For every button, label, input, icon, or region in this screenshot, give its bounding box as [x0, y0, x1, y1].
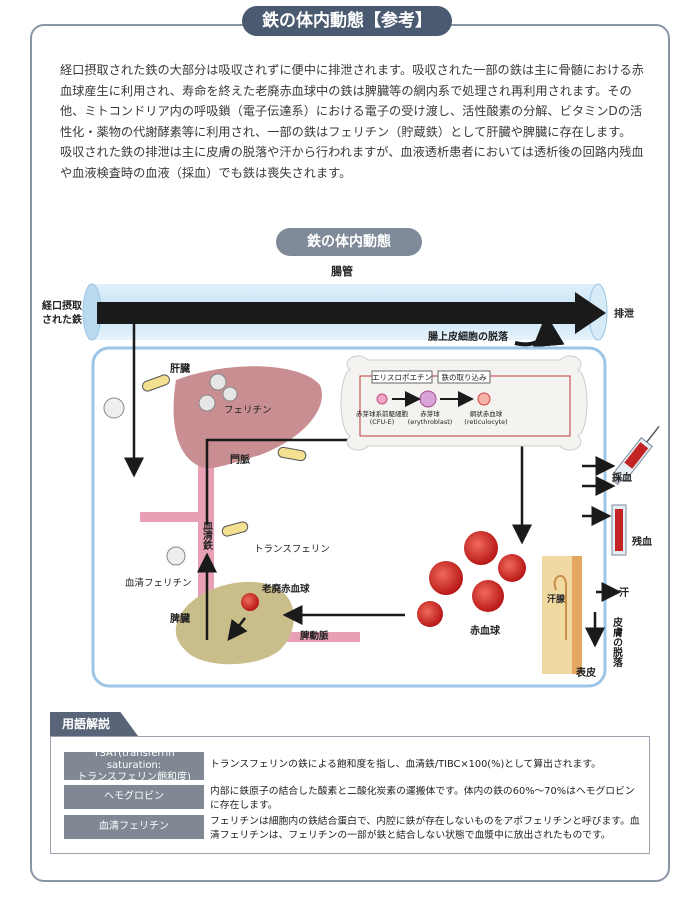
page-title: 鉄の体内動態【参考】 [242, 6, 452, 36]
transferrin-icon [142, 374, 307, 537]
residual-blood-tube-icon [611, 504, 627, 556]
glossary-row-tsat: TSAT(transferrin saturation: トランスフェリン飽和度… [64, 748, 644, 783]
erythropoietin-label: エリスロポエチン [372, 373, 432, 382]
iron-uptake-label: 鉄の取り込み [442, 372, 487, 382]
liver-shape [173, 366, 322, 469]
blood-sampling-label: 採血 [612, 471, 632, 484]
erythroblast-label-2: (erythroblast) [408, 418, 453, 426]
intro-paragraph-1: 経口摂取された鉄の大部分は吸収されずに便中に排泄されます。吸収された一部の鉄は主… [60, 63, 644, 139]
oral-iron-label-2: された鉄 [42, 313, 82, 326]
serum-ferritin-label: 血清フェリチン [125, 577, 192, 589]
excretion-label: 排泄 [614, 307, 634, 320]
transferrin-label: トランスフェリン [254, 544, 330, 555]
glossary-term: TSAT(transferrin saturation: トランスフェリン飽和度… [64, 748, 204, 783]
syringe-icon [611, 425, 660, 486]
epithelium-shedding-label: 腸上皮細胞の脱落 [428, 330, 509, 343]
liver-label: 肝臓 [170, 362, 190, 375]
serum-iron-label: 血清鉄 [201, 519, 213, 551]
intro-text: 経口摂取された鉄の大部分は吸収されずに便中に排泄されます。吸収された一部の鉄は主… [60, 60, 650, 183]
free-ferritin-icon [103, 397, 125, 419]
rbc-label: 赤血球 [470, 624, 501, 637]
senescent-rbc-label: 老廃赤血球 [261, 583, 310, 595]
splenic-artery-label: 脾動脈 [299, 630, 329, 642]
serum-ferritin-icon [166, 546, 186, 566]
ferritin-label: フェリチン [224, 405, 272, 416]
intro-paragraph-2: 吸収された鉄の排泄は主に皮膚の脱落や汗から行われますが、血液透析患者においては透… [60, 145, 644, 180]
exit-arrows [582, 456, 622, 648]
epidermis-shape [572, 556, 582, 674]
glossary-heading: 用語解説 [50, 712, 138, 736]
glossary-row-hemoglobin: ヘモグロビン 内部に鉄原子の結合した酸素と二酸化炭素の運搬体です。体内の鉄の60… [64, 785, 644, 813]
erythroblast-label-1: 赤芽球 [420, 409, 440, 418]
glossary-term-line-1: TSAT(transferrin saturation: [93, 748, 175, 771]
sweat-label: 汗 [619, 586, 629, 599]
cfue-label-2: (CFU-E) [370, 418, 395, 426]
erythroid-cells [376, 390, 491, 408]
erythropoietin-box [371, 370, 433, 384]
reticulocyte-label-2: (reticulocyte) [464, 418, 507, 426]
glossary-row-serum-ferritin: 血清フェリチン フェリチンは細胞内の鉄結合蛋白で、内腔に鉄が存在しないものをアポ… [64, 815, 644, 843]
cfue-label-1: 赤芽球系前駆細胞 [356, 409, 409, 418]
reticulocyte-label-1: 網状赤血球 [470, 409, 503, 418]
glossary-definition: フェリチンは細胞内の鉄結合蛋白で、内腔に鉄が存在しないものをアポフェリチンと呼び… [210, 816, 640, 841]
ferritin-icon [198, 373, 238, 412]
epidermis-label: 表皮 [575, 666, 596, 679]
rbc-cluster [417, 531, 526, 627]
skin-shedding-label: 皮膚の脱落 [611, 616, 624, 668]
diagram-title: 鉄の体内動態 [276, 228, 422, 256]
glossary-term-line-2: トランスフェリン飽和度) [77, 772, 191, 783]
intestine-label: 腸管 [331, 264, 353, 278]
oral-iron-label-1: 経口摂取 [42, 299, 83, 312]
glossary-definition: トランスフェリンの鉄による飽和度を指し、血清鉄/TIBC×100(%)として算出… [210, 759, 601, 770]
glossary-term: 血清フェリチン [64, 815, 204, 839]
iron-uptake-box [437, 370, 491, 384]
spleen-label: 脾臓 [170, 612, 190, 625]
residual-blood-label: 残血 [632, 535, 652, 548]
sweat-gland-icon [553, 575, 567, 640]
senescent-rbc-icon [241, 593, 259, 611]
shedding-curve-arrow [514, 314, 565, 348]
glossary-term: ヘモグロビン [64, 785, 204, 809]
glossary-definition: 内部に鉄原子の結合した酸素と二酸化炭素の運搬体です。体内の鉄の60%～70%はヘ… [210, 786, 635, 811]
portal-vein-label: 門脈 [230, 453, 250, 466]
glossary-box [50, 736, 650, 854]
iron-flow-arrow [97, 292, 606, 334]
sweat-gland-label: 汗腺 [547, 593, 566, 605]
